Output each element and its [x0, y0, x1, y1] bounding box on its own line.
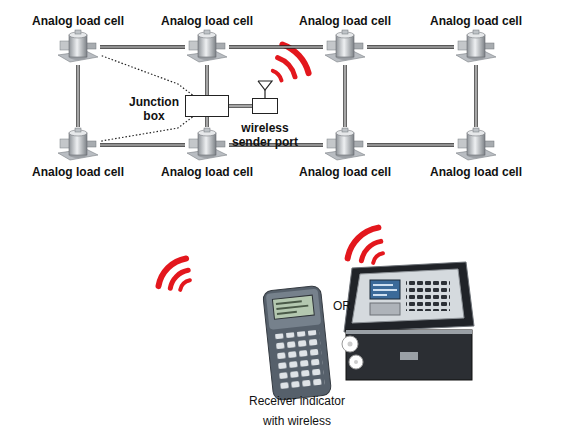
connector-gap: [367, 144, 454, 145]
connector-line: [343, 65, 346, 127]
junction-box: Junction box: [185, 95, 229, 117]
box-label: Junction box: [126, 95, 182, 123]
frame-rail: [100, 145, 185, 146]
handheld-receiver: [263, 285, 332, 400]
load-cell: Analog load cell: [323, 127, 367, 163]
load-cell: Analog load cell: [323, 29, 367, 65]
cell-label: Analog load cell: [161, 165, 253, 179]
frame-rail: [229, 106, 252, 107]
load-cell: Analog load cell: [56, 29, 100, 65]
connector-gap: [229, 105, 252, 106]
port-label: wireless sender port: [228, 121, 302, 149]
load-cell-picture: [456, 30, 496, 62]
load-cell-picture: [58, 30, 98, 62]
frame-rail: [207, 65, 208, 95]
load-cell: Analog load cell: [185, 127, 229, 163]
connector-gap: [344, 65, 345, 127]
frame-rail: [78, 65, 79, 127]
frame-rail: [207, 117, 208, 127]
cell-label: Analog load cell: [430, 165, 522, 179]
load-cell-picture: [325, 128, 365, 160]
sender-port: wireless sender port: [252, 98, 278, 114]
connector-line: [76, 65, 79, 127]
connector-gap: [367, 46, 454, 47]
cell-label: Analog load cell: [32, 165, 124, 179]
cell-label: Analog load cell: [299, 165, 391, 179]
connector-gap: [100, 144, 185, 145]
frame-rail: [100, 47, 185, 48]
antenna-symbol: [258, 81, 272, 98]
connector-line: [100, 143, 185, 146]
connector-line: [367, 143, 454, 146]
connector-line: [367, 45, 454, 48]
separator-text: OR: [333, 299, 351, 313]
portable-receiver-case: [342, 262, 474, 380]
load-cell: Analog load cell: [56, 127, 100, 163]
wireless-signal: [273, 45, 309, 81]
frame-rail: [345, 65, 346, 127]
wireless-signal: [348, 228, 383, 263]
cell-label: Analog load cell: [299, 14, 391, 28]
connector-gap: [77, 65, 78, 127]
connector-line: [474, 65, 477, 127]
connector-line: [205, 65, 208, 95]
connector-gap: [475, 65, 476, 127]
cell-label: Analog load cell: [161, 14, 253, 28]
frame-rail: [367, 47, 454, 48]
wireless-signal: [159, 259, 190, 290]
frame-rail: [367, 145, 454, 146]
cell-label: Analog load cell: [32, 14, 124, 28]
load-cell-picture: [325, 30, 365, 62]
connector-line: [100, 45, 185, 48]
load-cell-picture: [58, 128, 98, 160]
signal-wire: [100, 55, 193, 95]
cell-label: Analog load cell: [430, 14, 522, 28]
connector-gap: [229, 46, 323, 47]
connector-line: [229, 104, 252, 107]
connector-gap: [100, 46, 185, 47]
frame-rail: [229, 47, 323, 48]
load-cell-picture: [187, 30, 227, 62]
load-cell-pictures: [58, 30, 496, 160]
load-cell-picture: [187, 128, 227, 160]
connector-line: [100, 55, 193, 95]
frame-rail: [476, 65, 477, 127]
connector-gap: [206, 117, 207, 127]
connector-gap: [206, 65, 207, 95]
load-cell-picture: [456, 128, 496, 160]
connector-line: [205, 117, 208, 127]
connector-line: [229, 45, 323, 48]
load-cell: Analog load cell: [454, 127, 498, 163]
receiver-caption: Receiver indicator with wireless: [241, 391, 353, 431]
load-cell: Analog load cell: [454, 29, 498, 65]
load-cell: Analog load cell: [185, 29, 229, 65]
